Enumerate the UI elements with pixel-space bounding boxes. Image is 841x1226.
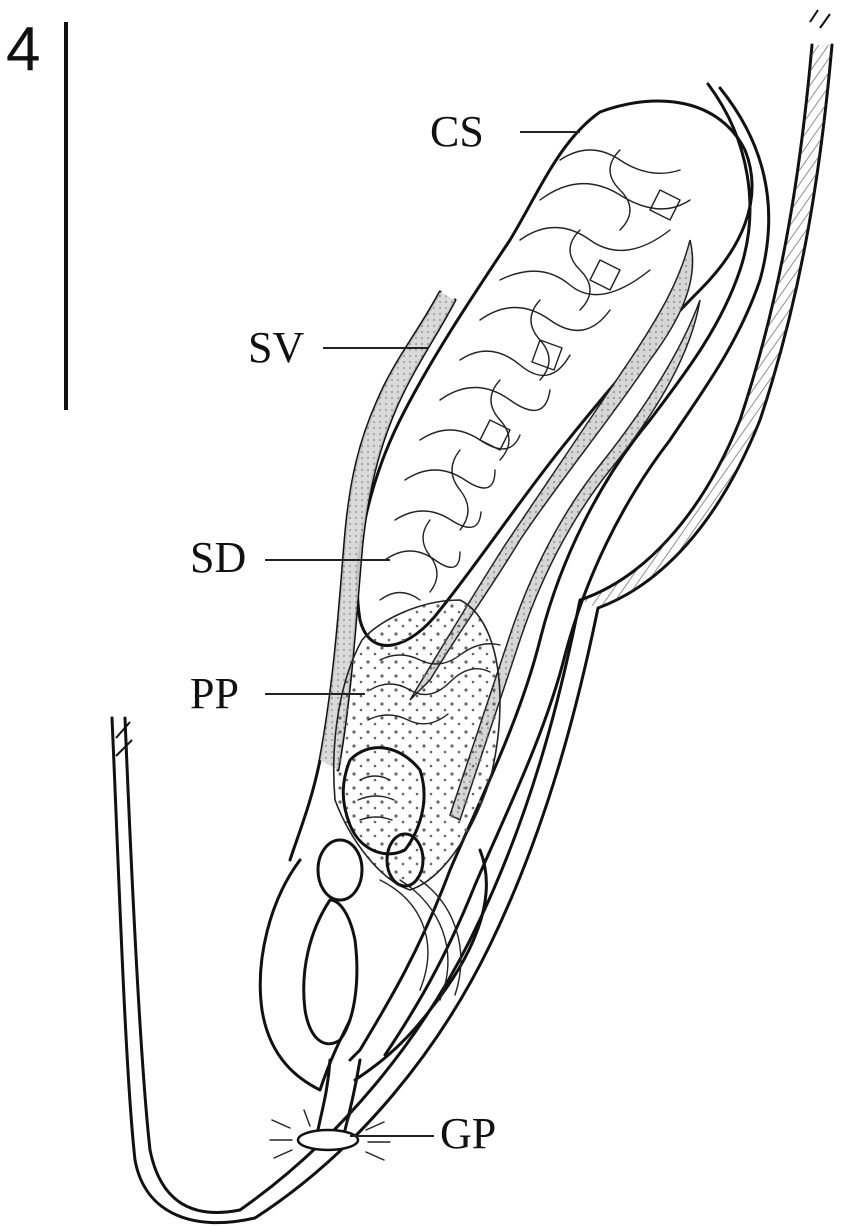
seminal-vesicle	[357, 101, 752, 646]
svg-text:GP: GP	[440, 1109, 496, 1158]
label-cs: CS	[430, 107, 580, 156]
svg-text:PP: PP	[190, 669, 239, 718]
panel-number: 4	[6, 15, 40, 84]
sac-wall	[350, 84, 750, 1060]
svg-text:SV: SV	[248, 323, 304, 372]
svg-text:SD: SD	[190, 533, 246, 582]
prostatic-region	[334, 600, 500, 890]
label-gp: GP	[350, 1109, 496, 1158]
svg-text:CS: CS	[430, 107, 484, 156]
